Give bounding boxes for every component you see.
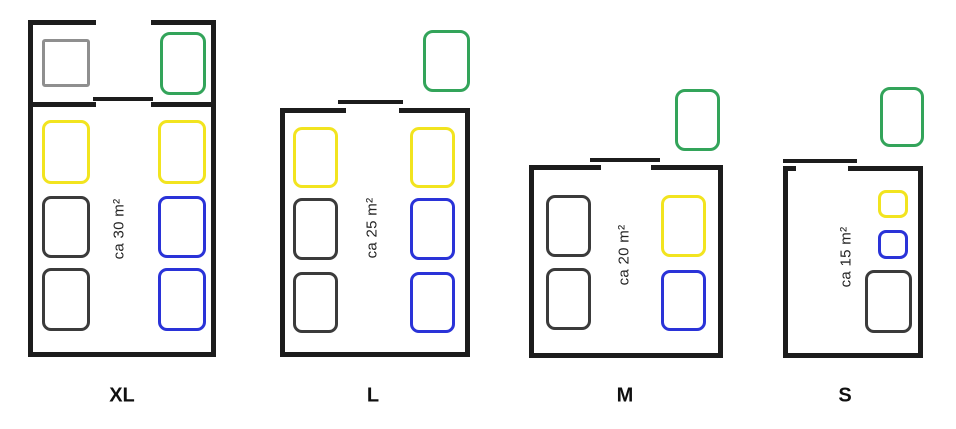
unit-yellow-xl	[158, 120, 206, 184]
wall-segment-l	[280, 108, 346, 113]
unit-blue-l	[410, 198, 455, 260]
door-leaf-l	[338, 100, 403, 104]
wall-segment-xl	[28, 20, 33, 357]
unit-blue-xl	[158, 196, 206, 258]
unit-blue-xl	[158, 268, 206, 331]
wall-segment-l	[280, 352, 470, 357]
wall-segment-xl	[151, 20, 216, 25]
unit-grayDark-m	[546, 268, 591, 330]
wall-segment-m	[651, 165, 723, 170]
unit-green-xl	[160, 32, 206, 95]
room-area-label-m: ca 20 m²	[615, 224, 633, 286]
wall-segment-l	[465, 108, 470, 357]
unit-green-m	[675, 89, 720, 151]
room-size-label-xl: XL	[109, 384, 135, 407]
wall-segment-xl	[28, 20, 96, 25]
unit-grayDark-xl	[42, 268, 90, 331]
unit-grayLight-xl	[42, 39, 90, 87]
unit-yellow-m	[661, 195, 706, 257]
wall-segment-m	[718, 165, 723, 358]
wall-segment-l	[399, 108, 470, 113]
unit-grayDark-s	[865, 270, 912, 333]
room-size-label-s: S	[838, 384, 852, 407]
wall-segment-xl	[151, 102, 216, 107]
unit-yellow-l	[410, 127, 455, 188]
room-area-label-s: ca 15 m²	[837, 226, 855, 288]
room-size-label-l: L	[366, 384, 380, 407]
wall-segment-m	[529, 165, 534, 358]
unit-blue-s	[878, 230, 908, 259]
wall-segment-xl	[28, 352, 216, 357]
unit-grayDark-xl	[42, 196, 90, 258]
unit-grayDark-l	[293, 272, 338, 333]
unit-yellow-s	[878, 190, 908, 218]
wall-segment-xl	[28, 102, 96, 107]
unit-green-s	[880, 87, 924, 147]
wall-segment-s	[783, 166, 796, 171]
door-leaf-m	[590, 158, 660, 162]
wall-segment-s	[848, 166, 923, 171]
room-area-label-xl: ca 30 m²	[110, 198, 128, 260]
wall-segment-l	[280, 108, 285, 357]
unit-yellow-l	[293, 127, 338, 188]
door-leaf-s	[783, 159, 857, 163]
unit-blue-l	[410, 272, 455, 333]
door-leaf-xl	[93, 97, 153, 101]
unit-yellow-xl	[42, 120, 90, 184]
wall-segment-m	[529, 353, 723, 358]
room-size-label-m: M	[616, 384, 634, 407]
wall-segment-s	[783, 353, 923, 358]
unit-blue-m	[661, 270, 706, 331]
wall-segment-s	[783, 166, 788, 358]
unit-green-l	[423, 30, 470, 92]
room-area-label-l: ca 25 m²	[363, 197, 381, 259]
wall-segment-s	[918, 166, 923, 358]
unit-grayDark-m	[546, 195, 591, 257]
wall-segment-xl	[211, 20, 216, 357]
unit-grayDark-l	[293, 198, 338, 260]
wall-segment-m	[529, 165, 601, 170]
